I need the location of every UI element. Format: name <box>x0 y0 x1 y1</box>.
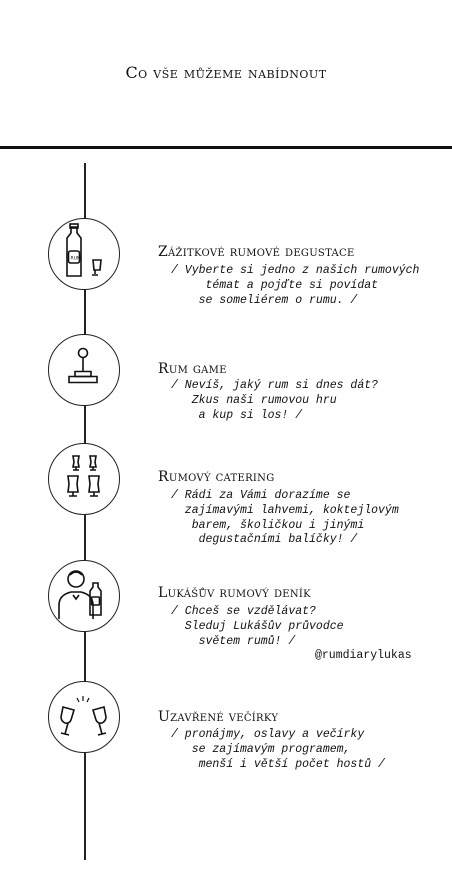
joystick-icon <box>48 334 120 406</box>
item-description: / Rádi za Vámi dorazíme se zajímavými la… <box>171 489 399 547</box>
item-description: / Nevíš, jaký rum si dnes dát? Zkus naši… <box>171 379 379 422</box>
divider <box>0 146 452 149</box>
item-description: / Chceš se vzdělávat? Sleduj Lukášův prů… <box>171 605 344 648</box>
tasting-glasses-icon <box>48 443 120 515</box>
social-handle: @rumdiarylukas <box>315 649 412 662</box>
item-heading: Zážitkové rumové degustace <box>158 244 355 260</box>
item-heading: Rumový catering <box>158 469 275 485</box>
item-heading: Uzavřené večírky <box>158 709 279 725</box>
cheers-glasses-icon <box>48 681 120 753</box>
rum-bottle-glass-icon: RUM <box>48 218 120 290</box>
svg-text:RUM: RUM <box>71 256 81 262</box>
item-heading: Rum game <box>158 361 227 377</box>
item-description: / Vyberte si jedno z našich rumových tém… <box>171 264 420 307</box>
person-with-bottle-icon <box>48 560 120 632</box>
item-description: / pronájmy, oslavy a večírky se zajímavý… <box>171 728 385 771</box>
item-heading: Lukášův rumový deník <box>158 585 311 601</box>
page-title: Co vše můžeme nabídnout <box>125 63 327 82</box>
